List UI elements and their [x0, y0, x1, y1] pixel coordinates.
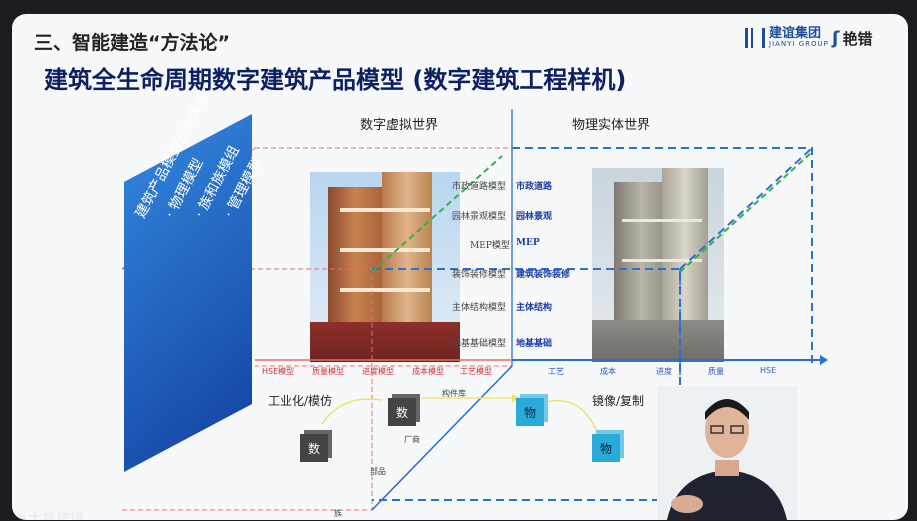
layer-virtual-decoration: 装饰装修模型: [452, 267, 506, 280]
flow-industrialization-label: 工业化/模仿: [268, 392, 332, 409]
green-diagonal-physical: [680, 152, 812, 272]
axis-virtual-cost: 成本模型: [412, 366, 444, 377]
slide: 三、智能建造“方法论” 建筑全生命周期数字建筑产品模型 (数字建筑工程样机) 建…: [12, 14, 908, 520]
layer-virtual-landscape: 园林景观模型: [452, 209, 506, 222]
layer-virtual-mep: MEP模型: [470, 238, 510, 251]
layer-virtual-foundation: 地基基础模型: [452, 336, 506, 349]
flow-curve-right: [546, 401, 598, 434]
flow-part-label: 部品: [370, 466, 386, 477]
axis-physical-cost: 成本: [600, 366, 616, 377]
block-physical-2: 物: [592, 434, 620, 462]
axis-physical-quality: 质量: [708, 366, 724, 377]
block-physical-1: 物: [516, 398, 544, 426]
layer-physical-mep: MEP: [516, 238, 540, 248]
axis-physical-process: 工艺: [548, 366, 564, 377]
axis-virtual-quality: 质量模型: [312, 366, 344, 377]
layer-physical-decoration: 建筑装饰装修: [516, 267, 570, 280]
axis-arrow-icon: [820, 355, 828, 365]
block-digital-1: 数: [300, 434, 328, 462]
layer-physical-road: 市政道路: [516, 179, 552, 192]
layer-virtual-road: 市政道路模型: [452, 179, 506, 192]
axis-virtual-schedule: 进度模型: [362, 366, 394, 377]
layer-virtual-structure: 主体结构模型: [452, 300, 506, 313]
axis-physical-hse: HSE: [760, 366, 776, 375]
flow-mirror-label: 镜像/复制: [592, 392, 644, 409]
flow-component-lib-label: 构件库: [442, 388, 466, 399]
axis-virtual-hse: HSE模型: [262, 366, 294, 377]
layer-physical-foundation: 地基基础: [516, 336, 552, 349]
layer-physical-structure: 主体结构: [516, 300, 552, 313]
flow-bottom-label: 族: [334, 508, 342, 519]
physical-frame-edge: [680, 148, 812, 269]
watermark-text: 大数跨境: [28, 508, 84, 520]
flow-factory-label: 厂商: [404, 434, 420, 445]
axis-physical-schedule: 进度: [656, 366, 672, 377]
block-digital-2: 数: [388, 398, 416, 426]
axis-virtual-process: 工艺模型: [460, 366, 492, 377]
layer-physical-landscape: 园林景观: [516, 209, 552, 222]
watermark-logo-icon: ʬ: [18, 510, 25, 520]
presenter-video: [657, 386, 797, 520]
physical-frame-back: [512, 148, 812, 366]
watermark: ʬ 大数跨境: [18, 508, 84, 520]
